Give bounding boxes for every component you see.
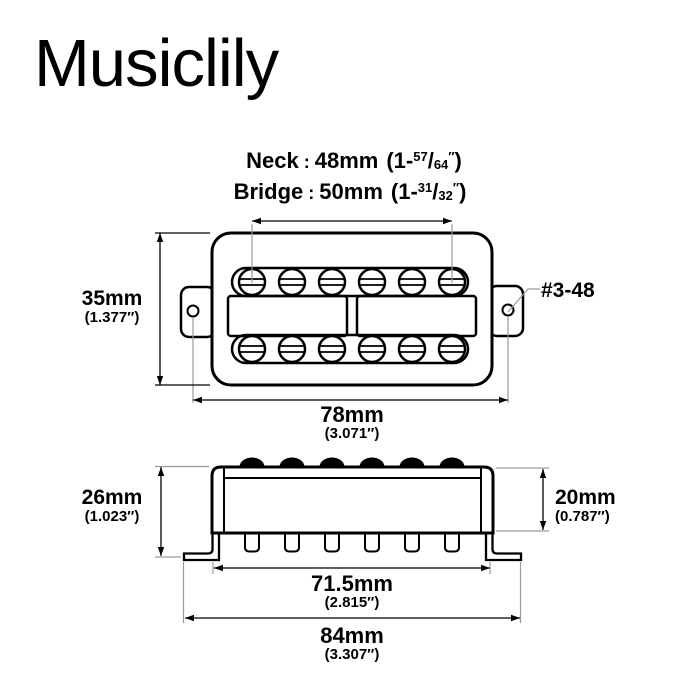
arrowhead bbox=[156, 376, 164, 385]
side-view-dimensions bbox=[155, 465, 549, 623]
screw-pole bbox=[277, 267, 307, 297]
bridge-mm-value: 50mm bbox=[319, 179, 383, 204]
mount-width-dim-label-78mm: 78mm (3.071″) bbox=[320, 402, 384, 443]
extension-lines bbox=[192, 224, 540, 403]
pole-dome bbox=[399, 457, 425, 467]
screw-pole bbox=[357, 334, 387, 364]
extension-lines bbox=[155, 465, 549, 623]
screw-size-label: #3-48 bbox=[541, 279, 595, 302]
ear-screw-hole-left bbox=[186, 304, 200, 318]
arrowhead bbox=[185, 614, 194, 622]
arrowhead bbox=[157, 467, 165, 476]
screw-pole bbox=[397, 334, 427, 364]
pickup-top-view bbox=[179, 231, 525, 387]
pole-slot-bottom bbox=[230, 333, 470, 365]
screw-pole bbox=[437, 334, 467, 364]
arrowhead bbox=[156, 233, 164, 242]
arrowhead bbox=[252, 217, 261, 225]
body-height-dim-label-20mm: 20mm (0.787″) bbox=[555, 486, 616, 526]
pole-dome bbox=[239, 457, 265, 467]
pickup-body-side bbox=[210, 465, 495, 535]
pole-dome bbox=[279, 457, 305, 467]
separator: : bbox=[303, 152, 310, 172]
pole-dome bbox=[319, 457, 345, 467]
pole-dome bbox=[359, 457, 385, 467]
neck-label: Neck bbox=[246, 148, 299, 173]
screw-pole bbox=[237, 334, 267, 364]
neck-mm-value: 48mm bbox=[314, 148, 379, 173]
arrowhead bbox=[157, 547, 165, 556]
pickup-side-view bbox=[182, 457, 523, 562]
base-width-dim-label-71-5mm: 71.5mm (2.815″) bbox=[311, 571, 393, 612]
arrowhead bbox=[539, 521, 547, 530]
bridge-label: Bridge bbox=[233, 179, 304, 204]
arrowhead bbox=[481, 564, 490, 572]
height-dim-label-35mm: 35mm (1.377″) bbox=[81, 287, 143, 327]
screw-size-leader-line bbox=[507, 288, 540, 313]
brand-logo: Musiclily bbox=[34, 26, 279, 101]
ear-screw-hole-right bbox=[501, 303, 515, 317]
arrowhead bbox=[193, 396, 202, 404]
screw-pole bbox=[317, 334, 347, 364]
separator: : bbox=[308, 183, 315, 203]
screw-pole bbox=[397, 267, 427, 297]
arrowhead bbox=[499, 396, 508, 404]
total-width-dim-label-84mm: 84mm (3.307″) bbox=[320, 623, 384, 664]
arrowhead bbox=[539, 469, 547, 478]
neck-inch-value: (1-57/64″) bbox=[386, 148, 462, 173]
arrowhead bbox=[214, 564, 223, 572]
arrowhead bbox=[443, 217, 452, 225]
bridge-spacing-spec: Bridge:50mm (1-31/32″) bbox=[234, 181, 467, 203]
screw-pole bbox=[317, 267, 347, 297]
height-dimension-35mm bbox=[155, 232, 210, 386]
top-view-dimensions bbox=[155, 217, 540, 404]
pole-slot-top bbox=[230, 266, 470, 298]
arrowhead bbox=[511, 614, 520, 622]
total-height-dim-label-26mm: 26mm (1.023″) bbox=[81, 486, 143, 526]
pole-dome bbox=[439, 457, 465, 467]
neck-spacing-spec: Neck:48mm (1-57/64″) bbox=[246, 150, 462, 172]
bridge-inch-value: (1-31/32″) bbox=[390, 179, 467, 204]
screw-pole bbox=[277, 334, 307, 364]
screw-pole bbox=[357, 267, 387, 297]
